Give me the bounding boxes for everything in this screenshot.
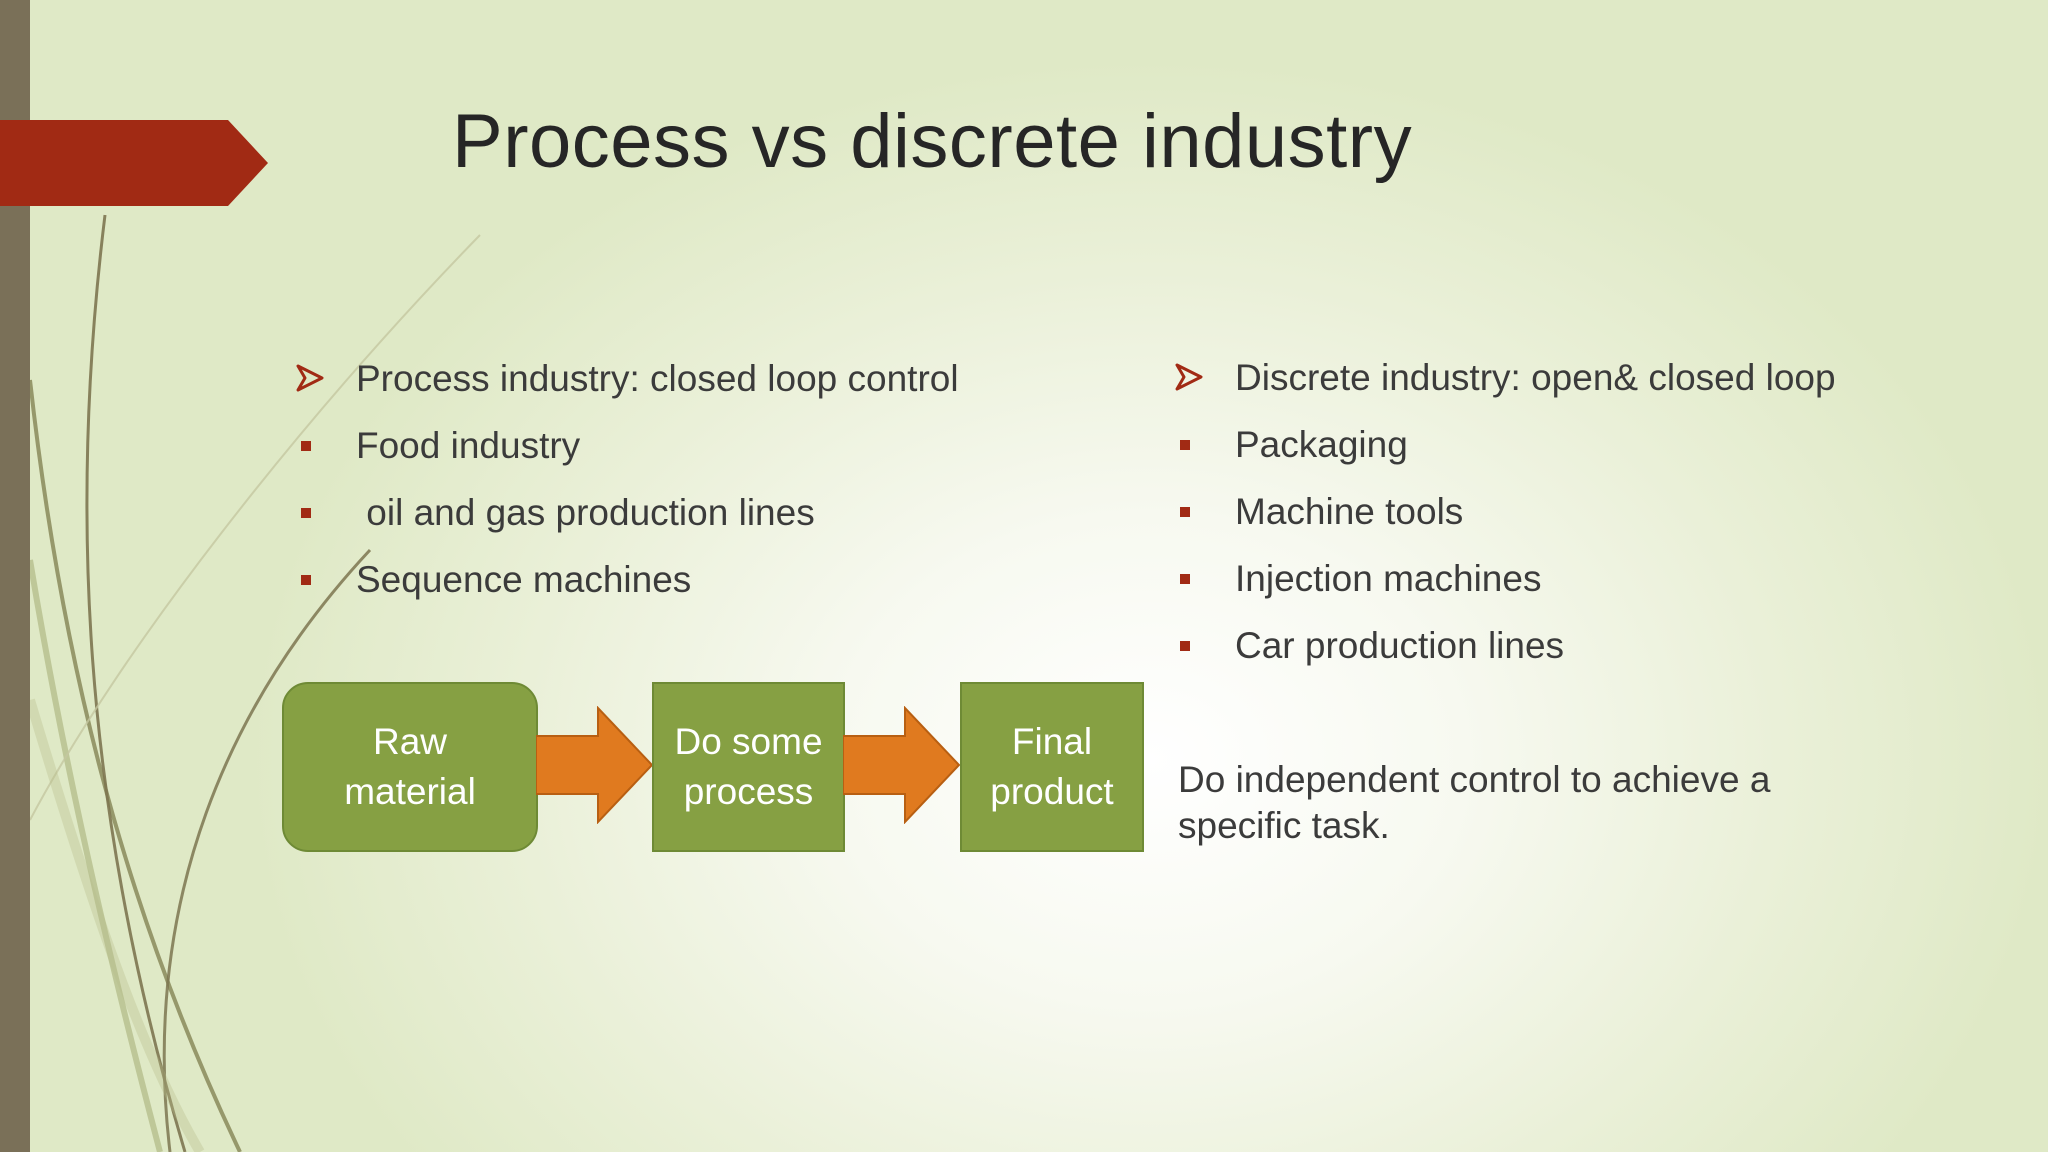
square-bullet-icon (1180, 507, 1190, 517)
flow-step-label: Final (1011, 721, 1093, 762)
list-heading: Discrete industry: open& closed loop (1235, 356, 1836, 398)
flow-step-label: Raw (372, 721, 447, 762)
flow-step-label: product (990, 771, 1114, 812)
list-item-text: oil and gas production lines (356, 491, 815, 533)
list-item-text: Injection machines (1235, 557, 1542, 599)
list-item-text: Car production lines (1235, 624, 1565, 666)
square-bullet-icon (1180, 440, 1190, 450)
square-bullet-icon (1180, 641, 1190, 651)
list-heading: Process industry: closed loop control (356, 357, 959, 399)
list-item-text: Sequence machines (356, 558, 692, 600)
flow-arrow-icon (536, 706, 654, 824)
flow-step-label: process (683, 771, 814, 812)
title-accent-banner (0, 120, 268, 206)
square-bullet-icon (301, 508, 311, 518)
arrow-bullet-icon (1175, 363, 1203, 391)
list-item-text: Food industry (356, 424, 581, 466)
flow-arrow-icon (843, 706, 961, 824)
discrete-control-note: Do independent control to achieve a spec… (1178, 759, 1771, 846)
square-bullet-icon (1180, 574, 1190, 584)
flow-step-final-product: Final product (960, 682, 1144, 852)
flow-step-label: Do some (674, 721, 823, 762)
list-item-text: Machine tools (1235, 490, 1464, 532)
flow-step-raw-material: Raw material (282, 682, 538, 852)
square-bullet-icon (301, 575, 311, 585)
arrow-bullet-icon (296, 364, 324, 392)
flow-step-process: Do some process (652, 682, 845, 852)
flow-step-label: material (344, 771, 476, 812)
slide-title: Process vs discrete industry (452, 99, 1413, 184)
list-item-text: Packaging (1235, 423, 1408, 465)
square-bullet-icon (301, 441, 311, 451)
